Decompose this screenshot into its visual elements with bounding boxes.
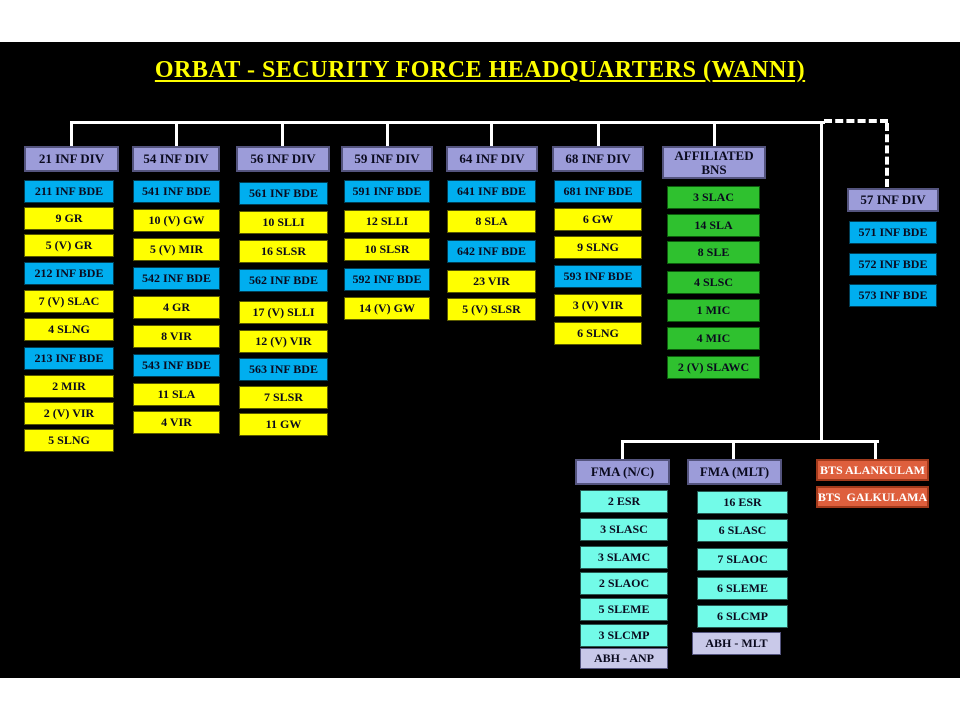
unit-box: 8 SLE	[667, 241, 760, 264]
unit-box: 5 SLNG	[24, 429, 114, 452]
unit-box: 5 (V) MIR	[133, 238, 220, 261]
unit-box: 3 SLAC	[667, 186, 760, 209]
connector-dashed-vertical-57div	[885, 123, 889, 187]
connector-stub-fma-mlt	[732, 441, 735, 459]
unit-box: 573 INF BDE	[849, 284, 937, 307]
unit-box: 16 ESR	[697, 491, 788, 514]
bts-alankulam-box: BTS ALANKULAM	[816, 459, 929, 481]
unit-box: 4 VIR	[133, 411, 220, 434]
unit-box: 10 SLSR	[344, 238, 430, 261]
unit-box: 642 INF BDE	[447, 240, 536, 263]
unit-box: 2 (V) VIR	[24, 402, 114, 425]
unit-box: 641 INF BDE	[447, 180, 536, 203]
unit-box: 2 MIR	[24, 375, 114, 398]
division-header: 57 INF DIV	[847, 188, 939, 212]
unit-box: 571 INF BDE	[849, 221, 937, 244]
affiliated-header: AFFILIATED BNS	[662, 146, 766, 179]
unit-box: 5 (V) GR	[24, 234, 114, 257]
unit-box: 541 INF BDE	[133, 180, 220, 203]
division-header: 59 INF DIV	[341, 146, 433, 172]
connector-stub-56div	[281, 123, 284, 146]
unit-box: 591 INF BDE	[344, 180, 430, 203]
unit-box: 7 SLAOC	[697, 548, 788, 571]
unit-box: 17 (V) SLLI	[239, 301, 328, 324]
unit-box: 6 GW	[554, 208, 642, 231]
connector-dashed-horizontal-57div	[824, 119, 888, 123]
unit-box: 10 (V) GW	[133, 209, 220, 232]
unit-box: 212 INF BDE	[24, 262, 114, 285]
unit-box: 14 SLA	[667, 214, 760, 237]
unit-box: 572 INF BDE	[849, 253, 937, 276]
unit-box: 14 (V) GW	[344, 297, 430, 320]
unit-box: 6 SLCMP	[697, 605, 788, 628]
unit-box: 5 SLEME	[580, 598, 668, 621]
unit-box: 1 MIC	[667, 299, 760, 322]
page-title: ORBAT - SECURITY FORCE HEADQUARTERS (WAN…	[154, 57, 806, 83]
connector-stub-64div	[490, 123, 493, 146]
unit-box: 2 (V) SLAWC	[667, 356, 760, 379]
unit-box: 9 SLNG	[554, 236, 642, 259]
unit-box: 213 INF BDE	[24, 347, 114, 370]
unit-box: 5 (V) SLSR	[447, 298, 536, 321]
unit-box: 542 INF BDE	[133, 267, 220, 290]
unit-box: 561 INF BDE	[239, 182, 328, 205]
connector-stub-bts	[874, 441, 877, 459]
connector-main-vertical	[820, 121, 823, 443]
division-header: 54 INF DIV	[132, 146, 220, 172]
unit-box: 11 GW	[239, 413, 328, 436]
unit-box: 23 VIR	[447, 270, 536, 293]
division-header: 56 INF DIV	[236, 146, 330, 172]
unit-box: 16 SLSR	[239, 240, 328, 263]
abh-mlt-box: ABH - MLT	[692, 632, 781, 655]
abh-anp-box: ABH - ANP	[580, 648, 668, 669]
unit-box: 11 SLA	[133, 383, 220, 406]
division-header: 64 INF DIV	[446, 146, 538, 172]
unit-box: 9 GR	[24, 207, 114, 230]
fma-mlt-header: FMA (MLT)	[687, 459, 782, 485]
unit-box: 592 INF BDE	[344, 268, 430, 291]
unit-box: 211 INF BDE	[24, 180, 114, 203]
unit-box: 2 ESR	[580, 490, 668, 513]
unit-box: 3 SLAMC	[580, 546, 668, 569]
unit-box: 3 SLCMP	[580, 624, 668, 647]
bts-galkulama-box: BTS GALKULAMA	[816, 486, 929, 508]
connector-stub-21div	[70, 123, 73, 146]
unit-box: 12 (V) VIR	[239, 330, 328, 353]
fma-nc-header: FMA (N/C)	[575, 459, 670, 485]
unit-box: 7 SLSR	[239, 386, 328, 409]
connector-bottom-horizontal	[621, 440, 879, 443]
connector-stub-59div	[386, 123, 389, 146]
unit-box: 4 SLSC	[667, 271, 760, 294]
unit-box: 543 INF BDE	[133, 354, 220, 377]
unit-box: 6 SLEME	[697, 577, 788, 600]
unit-box: 8 SLA	[447, 210, 536, 233]
unit-box: 12 SLLI	[344, 210, 430, 233]
connector-stub-54div	[175, 123, 178, 146]
unit-box: 3 SLASC	[580, 518, 668, 541]
connector-stub-68div	[597, 123, 600, 146]
unit-box: 4 GR	[133, 296, 220, 319]
unit-box: 562 INF BDE	[239, 269, 328, 292]
division-header: 68 INF DIV	[552, 146, 644, 172]
connector-stub-affiliated	[713, 123, 716, 146]
unit-box: 2 SLAOC	[580, 572, 668, 595]
unit-box: 4 SLNG	[24, 318, 114, 341]
unit-box: 563 INF BDE	[239, 358, 328, 381]
connector-top-horizontal	[70, 121, 825, 124]
unit-box: 7 (V) SLAC	[24, 290, 114, 313]
division-header: 21 INF DIV	[24, 146, 119, 172]
unit-box: 3 (V) VIR	[554, 294, 642, 317]
unit-box: 8 VIR	[133, 325, 220, 348]
unit-box: 10 SLLI	[239, 211, 328, 234]
unit-box: 6 SLASC	[697, 519, 788, 542]
unit-box: 593 INF BDE	[554, 265, 642, 288]
unit-box: 681 INF BDE	[554, 180, 642, 203]
connector-stub-fma-nc	[621, 441, 624, 459]
unit-box: 4 MIC	[667, 327, 760, 350]
unit-box: 6 SLNG	[554, 322, 642, 345]
